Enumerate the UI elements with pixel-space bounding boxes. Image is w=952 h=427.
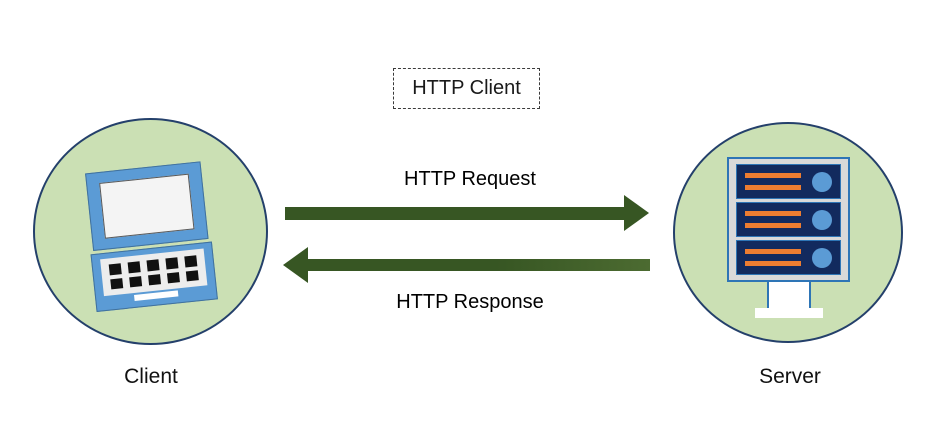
server-frame — [727, 157, 850, 282]
laptop-key — [129, 275, 143, 288]
laptop-key — [146, 259, 160, 271]
arrow-head-left-icon — [283, 247, 308, 283]
http-response-label: HTTP Response — [396, 291, 544, 313]
server-orange-bar — [745, 261, 801, 266]
laptop-screen — [85, 161, 209, 252]
server-orange-bar — [745, 185, 801, 190]
server-rack-unit — [736, 202, 841, 237]
server-stand-pedestal — [766, 282, 811, 308]
server-led-icon — [812, 209, 832, 230]
arrow-head-right-icon — [624, 195, 649, 231]
laptop-key — [110, 277, 124, 290]
http-client-title-label: HTTP Client — [412, 77, 521, 99]
arrow-shaft — [307, 259, 650, 271]
laptop-key — [108, 263, 122, 275]
laptop-screen-glass — [99, 173, 195, 239]
server-unit-bars — [745, 211, 801, 228]
laptop-key — [165, 257, 179, 269]
http-request-label: HTTP Request — [404, 168, 536, 190]
laptop-key — [148, 273, 162, 286]
server-led-icon — [812, 247, 832, 268]
server-rack-unit — [736, 164, 841, 199]
laptop-key — [184, 255, 198, 267]
server-node-label: Server — [759, 365, 821, 388]
laptop-keys — [100, 248, 208, 297]
http-response-arrow — [283, 247, 650, 283]
laptop-key — [127, 261, 141, 273]
server-unit-bars — [745, 249, 801, 266]
server-unit-bars — [745, 173, 801, 190]
laptop-key — [166, 271, 180, 284]
laptop-icon — [82, 161, 218, 312]
http-client-title-box: HTTP Client — [393, 68, 540, 109]
server-rack-icon — [727, 157, 850, 318]
server-orange-bar — [745, 211, 801, 216]
client-node-label: Client — [124, 365, 178, 388]
server-rack-unit — [736, 240, 841, 275]
server-orange-bar — [745, 249, 801, 254]
server-orange-bar — [745, 223, 801, 228]
server-orange-bar — [745, 173, 801, 178]
http-request-arrow — [285, 195, 649, 232]
arrow-shaft — [285, 207, 625, 220]
server-stand-base — [754, 308, 823, 318]
laptop-key — [185, 269, 199, 282]
server-led-icon — [812, 171, 832, 192]
